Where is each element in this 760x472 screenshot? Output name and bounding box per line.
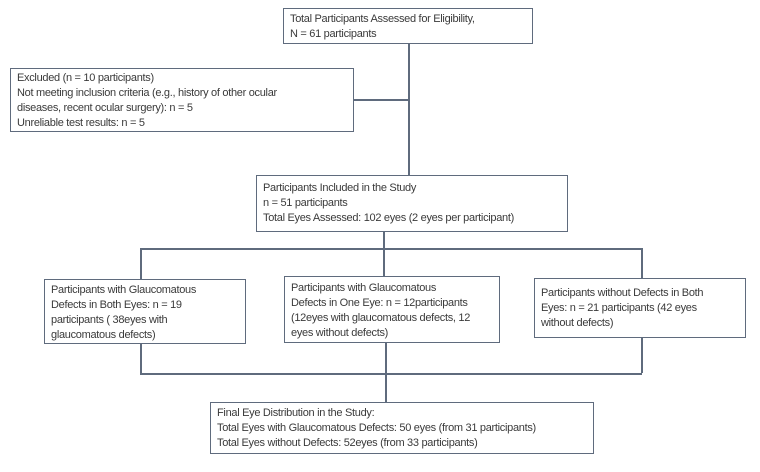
box-text-line: without defects) — [541, 317, 614, 329]
box-included: Participants Included in the Study n = 5… — [256, 175, 568, 232]
box-text-line: Unreliable test results: n = 5 — [17, 117, 145, 129]
connector-included-to-split — [383, 232, 385, 248]
connector-both-eyes-to-merge — [140, 344, 142, 373]
box-text-line: Defects in Both Eyes: n = 19 — [51, 299, 182, 311]
box-text-line: Participants with Glaucomatous — [291, 282, 437, 294]
box-text-line: (12eyes with glaucomatous defects, 12 — [291, 312, 471, 324]
box-text-line: Total Eyes without Defects: 52eyes (from… — [217, 437, 478, 449]
connector-merge-bar — [140, 373, 642, 375]
connector-no-defects-to-merge — [641, 338, 643, 373]
connector-excluded-branch — [354, 99, 409, 101]
box-text-line: Defects in One Eye: n = 12participants — [291, 297, 468, 309]
box-text-line: Not meeting inclusion criteria (e.g., hi… — [17, 87, 277, 99]
box-excluded: Excluded (n = 10 participants) Not meeti… — [10, 68, 354, 132]
box-no-defects: Participants without Defects in Both Eye… — [534, 278, 746, 338]
box-text-line: Total Eyes with Glaucomatous Defects: 50… — [217, 422, 536, 434]
box-text-line: n = 51 participants — [263, 197, 348, 209]
connector-split-to-one-eye — [383, 248, 385, 276]
box-defects-one-eye: Participants with Glaucomatous Defects i… — [284, 276, 500, 343]
box-text-line: diseases, recent ocular surgery): n = 5 — [17, 102, 193, 114]
box-defects-both-eyes: Participants with Glaucomatous Defects i… — [44, 279, 246, 344]
box-text-line: eyes without defects) — [291, 327, 389, 339]
box-text-line: glaucomatous defects) — [51, 329, 156, 341]
box-text-line: Total Participants Assessed for Eligibil… — [290, 13, 475, 25]
box-total-assessed: Total Participants Assessed for Eligibil… — [283, 8, 533, 44]
box-text-line: Participants with Glaucomatous — [51, 284, 197, 296]
connector-split-to-both-eyes — [140, 248, 142, 279]
box-final-distribution: Final Eye Distribution in the Study: Tot… — [210, 402, 594, 454]
connector-one-eye-to-final — [385, 343, 387, 402]
box-text-line: Total Eyes Assessed: 102 eyes (2 eyes pe… — [263, 212, 514, 224]
connector-split-to-no-defects — [641, 248, 643, 278]
box-text-line: Excluded (n = 10 participants) — [17, 72, 154, 84]
connector-split-bar — [140, 248, 642, 250]
box-text-line: N = 61 participants — [290, 28, 377, 40]
box-text-line: Participants Included in the Study — [263, 182, 417, 194]
box-text-line: Final Eye Distribution in the Study: — [217, 407, 375, 419]
box-text-line: Participants without Defects in Both — [541, 287, 704, 299]
connector-assessed-to-included — [408, 44, 410, 175]
box-text-line: Eyes: n = 21 participants (42 eyes — [541, 302, 697, 314]
box-text-line: participants ( 38eyes with — [51, 314, 168, 326]
